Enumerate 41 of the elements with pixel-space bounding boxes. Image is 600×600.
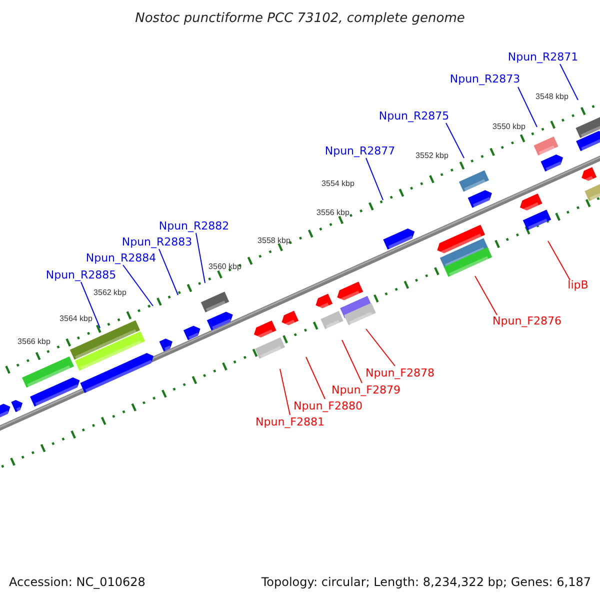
gene-label: Npun_R2882 <box>158 220 230 232</box>
scale-label: 3552 kbp <box>416 152 448 160</box>
leader-line <box>548 240 570 280</box>
footer-text: Topology: circular; Length: 8,234,322 bp; Genes: 6,187 <box>261 576 591 588</box>
leader-line <box>158 248 178 296</box>
gene-label: Npun_R2885 <box>46 270 116 280</box>
scale-label: 3558 kbp <box>258 237 290 245</box>
scale-label: 3556 kbp <box>316 209 350 217</box>
leader-line <box>518 86 538 128</box>
leader-line <box>122 264 154 306</box>
gene-label: Npun_F2881 <box>256 416 324 428</box>
gene-label: Npun_R2873 <box>450 74 520 84</box>
gene-label: Npun_R2875 <box>378 110 450 122</box>
leader-line <box>446 122 464 158</box>
leader-line <box>366 158 384 200</box>
footer-text: Accession: NC_010628 <box>9 576 146 588</box>
gene-label: Npun_R2877 <box>324 146 396 156</box>
leader-line <box>342 340 362 384</box>
scale-label: 3566 kbp <box>18 338 50 346</box>
leader-line <box>280 368 290 416</box>
gene-label: Npun_F2880 <box>294 400 362 412</box>
gene-label: Npun_F2879 <box>332 384 400 396</box>
gene-label: Npun_F2878 <box>366 368 434 378</box>
scale-label: 3560 kbp <box>208 263 242 271</box>
leader-line <box>560 64 578 100</box>
scale-label: 3562 kbp <box>94 289 126 297</box>
leader-line <box>306 356 326 400</box>
gene-label: lipB <box>568 280 588 290</box>
scale-label: 3564 kbp <box>60 315 92 323</box>
leader-line <box>474 276 498 316</box>
leader-line <box>80 282 100 328</box>
scale-label: 3550 kbp <box>492 123 526 131</box>
map-title: Nostoc punctiforme PCC 73102, complete genome <box>134 12 466 25</box>
gene-label: Npun_F2876 <box>492 316 562 326</box>
gene-label: Npun_R2884 <box>86 252 156 264</box>
gene-label: Npun_R2871 <box>508 52 578 62</box>
gene-label: Npun_R2883 <box>122 236 192 248</box>
scale-label: 3548 kbp <box>536 93 568 101</box>
scale-label: 3554 kbp <box>322 180 354 188</box>
leader-line <box>196 232 206 284</box>
leader-line <box>366 328 396 366</box>
